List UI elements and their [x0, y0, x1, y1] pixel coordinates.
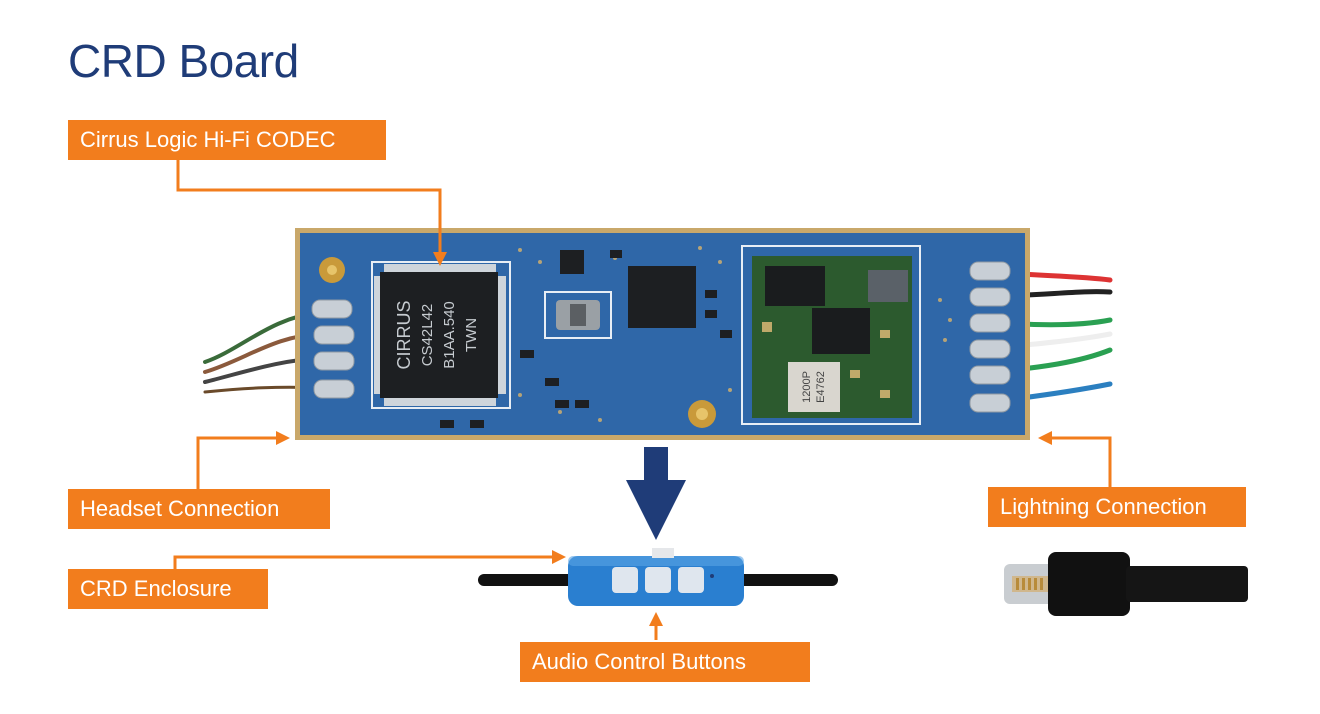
- control-button-1: [612, 567, 638, 593]
- codec-chip: [380, 272, 498, 398]
- lightning-pads: [969, 261, 1011, 413]
- codec-chip-line-2: CS42L42: [419, 304, 436, 367]
- module-chip-line-1: 1200P: [801, 371, 813, 403]
- control-button-2: [645, 567, 671, 593]
- pcb-board: [295, 228, 1030, 440]
- lightning-connector-image: [1004, 552, 1248, 616]
- headset-pads: [311, 299, 355, 399]
- codec-callout-line: [176, 160, 442, 258]
- codec-chip-line-3: B1AA.540: [441, 301, 458, 369]
- control-button-3: [678, 567, 704, 593]
- headset-connection-label: Headset Connection: [68, 489, 330, 529]
- lightning-callout-line: [1046, 436, 1112, 492]
- callout-arrowheads: [276, 252, 1052, 626]
- module-chip-line-2: E4762: [815, 371, 827, 403]
- codec-chip-line-4: TWN: [463, 318, 480, 352]
- codec-chip-line-1: CIRRUS: [394, 300, 414, 369]
- enclosure-callout-line: [173, 555, 556, 572]
- inductor: [788, 362, 840, 412]
- crd-enclosure-image: [478, 548, 838, 606]
- lightning-connection-label: Lightning Connection: [988, 487, 1246, 527]
- codec-chip-pins: [374, 264, 506, 406]
- callout-lines: [173, 160, 1112, 640]
- codec-chip-text: CIRRUS CS42L42 B1AA.540 TWN: [394, 300, 480, 369]
- audio-control-buttons-label: Audio Control Buttons: [520, 642, 810, 682]
- module-chip-text: 1200P E4762: [801, 371, 827, 403]
- codec-label: Cirrus Logic Hi-Fi CODEC: [68, 120, 386, 160]
- headset-callout-line: [196, 436, 282, 492]
- page-title: CRD Board: [68, 35, 299, 87]
- crd-enclosure-label: CRD Enclosure: [68, 569, 268, 609]
- down-arrow-icon: [626, 447, 686, 540]
- secondary-chip: [628, 266, 696, 328]
